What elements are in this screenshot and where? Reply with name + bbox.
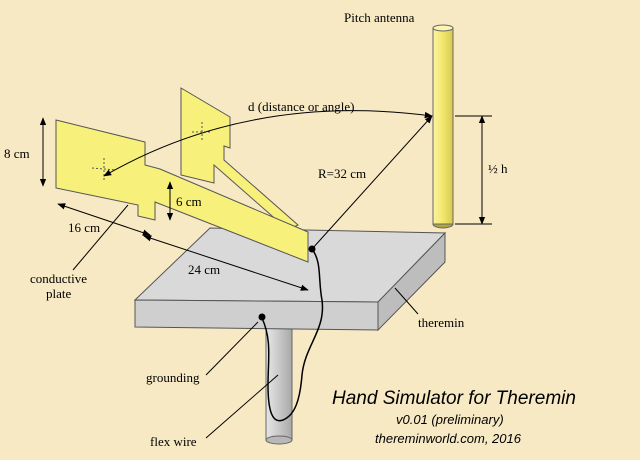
label-grounding: grounding xyxy=(146,370,200,385)
label-theremin: theremin xyxy=(418,315,465,330)
label-flex-wire: flex wire xyxy=(150,434,197,449)
label-length-24cm: 24 cm xyxy=(188,262,220,277)
credit: thereminworld.com, 2016 xyxy=(375,431,522,446)
label-length-16cm: 16 cm xyxy=(68,220,100,235)
label-pitch-antenna: Pitch antenna xyxy=(344,10,415,25)
label-width-6cm: 6 cm xyxy=(176,194,202,209)
version: v0.01 (preliminary) xyxy=(396,412,504,427)
title: Hand Simulator for Theremin xyxy=(332,388,576,409)
label-plate: plate xyxy=(46,286,71,301)
label-distance: d (distance or angle) xyxy=(248,99,354,114)
label-radius: R=32 cm xyxy=(318,166,366,181)
label-half-h: ½ h xyxy=(488,161,508,176)
dimension-lines xyxy=(39,110,492,439)
label-height-8cm: 8 cm xyxy=(4,146,30,161)
pitch-antenna xyxy=(432,24,454,229)
label-conductive: conductive xyxy=(30,271,87,286)
